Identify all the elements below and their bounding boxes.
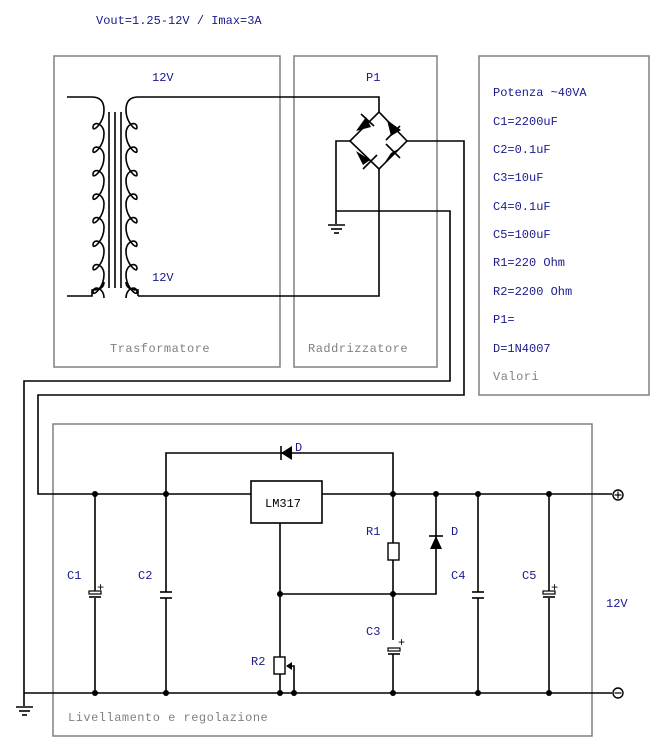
capacitor-c5 xyxy=(542,590,556,595)
section-label-transformer: Trasformatore xyxy=(110,342,210,356)
section-label-values: Valori xyxy=(493,370,539,384)
wire xyxy=(165,452,394,494)
c2-label: C2 xyxy=(138,569,152,583)
value-item: C3=10uF xyxy=(493,171,543,185)
value-item: C5=100uF xyxy=(493,228,551,242)
transformer-box xyxy=(53,55,281,368)
primary-winding-icon xyxy=(92,109,105,299)
value-item: P1= xyxy=(493,313,515,327)
r1-label: R1 xyxy=(366,525,380,539)
transformer-symbol xyxy=(67,96,139,299)
secondary-winding-icon xyxy=(125,109,138,299)
c4-label: C4 xyxy=(451,569,465,583)
output-voltage-label: 12V xyxy=(606,597,628,611)
lm317-label: LM317 xyxy=(265,497,301,511)
r2-label: R2 xyxy=(251,655,265,669)
value-item: C2=0.1uF xyxy=(493,143,551,157)
diode-icon xyxy=(356,151,378,170)
value-item: C4=0.1uF xyxy=(493,200,551,214)
diode-icon xyxy=(385,143,401,162)
ground-icon xyxy=(16,706,33,716)
transformer-label-top: 12V xyxy=(152,71,174,85)
terminal-minus-icon[interactable] xyxy=(612,687,624,699)
wire xyxy=(280,494,437,595)
diode-label-top: D xyxy=(295,441,302,455)
resistor-r1 xyxy=(387,542,400,561)
wire xyxy=(138,169,380,297)
values-list: Potenza ~40VA C1=2200uF C2=0.1uF C3=10uF… xyxy=(493,86,587,356)
diode-label-side: D xyxy=(451,525,458,539)
title: Vout=1.25-12V / Imax=3A xyxy=(96,14,262,28)
potentiometer-r2 xyxy=(273,656,286,675)
diode-icon xyxy=(429,535,443,549)
value-item: R1=220 Ohm xyxy=(493,256,565,270)
value-item: C1=2200uF xyxy=(493,115,558,129)
capacitor-c3 xyxy=(387,647,401,652)
c3-label: C3 xyxy=(366,625,380,639)
wire xyxy=(335,140,350,224)
diode-icon xyxy=(385,120,401,141)
wire xyxy=(138,96,380,112)
transformer-label-bottom: 12V xyxy=(152,271,174,285)
wiper-arrow-icon xyxy=(286,662,292,670)
section-label-regulation: Livellamento e regolazione xyxy=(68,711,268,725)
bridge-rectifier xyxy=(348,110,409,171)
section-label-rectifier: Raddrizzatore xyxy=(308,342,408,356)
wire-positive xyxy=(37,140,465,495)
c1-label: C1 xyxy=(67,569,81,583)
polarity-plus-icon: + xyxy=(398,636,405,650)
lm317-chip xyxy=(250,480,323,524)
diode-icon xyxy=(356,113,375,131)
diode-icon xyxy=(280,446,292,460)
terminal-plus-icon[interactable] xyxy=(612,489,624,501)
c5-label: C5 xyxy=(522,569,536,583)
polarity-plus-icon: + xyxy=(551,581,558,595)
value-item: D=1N4007 xyxy=(493,342,551,356)
ground-icon xyxy=(328,224,345,234)
value-item: R2=2200 Ohm xyxy=(493,285,572,299)
bridge-label: P1 xyxy=(366,71,380,85)
values-box xyxy=(478,55,650,396)
polarity-plus-icon: + xyxy=(97,581,104,595)
regulation-box xyxy=(52,423,593,737)
junction-dots xyxy=(92,491,552,696)
capacitor-c1 xyxy=(88,590,102,595)
value-item: Potenza ~40VA xyxy=(493,86,587,100)
wire-ground xyxy=(23,210,451,706)
